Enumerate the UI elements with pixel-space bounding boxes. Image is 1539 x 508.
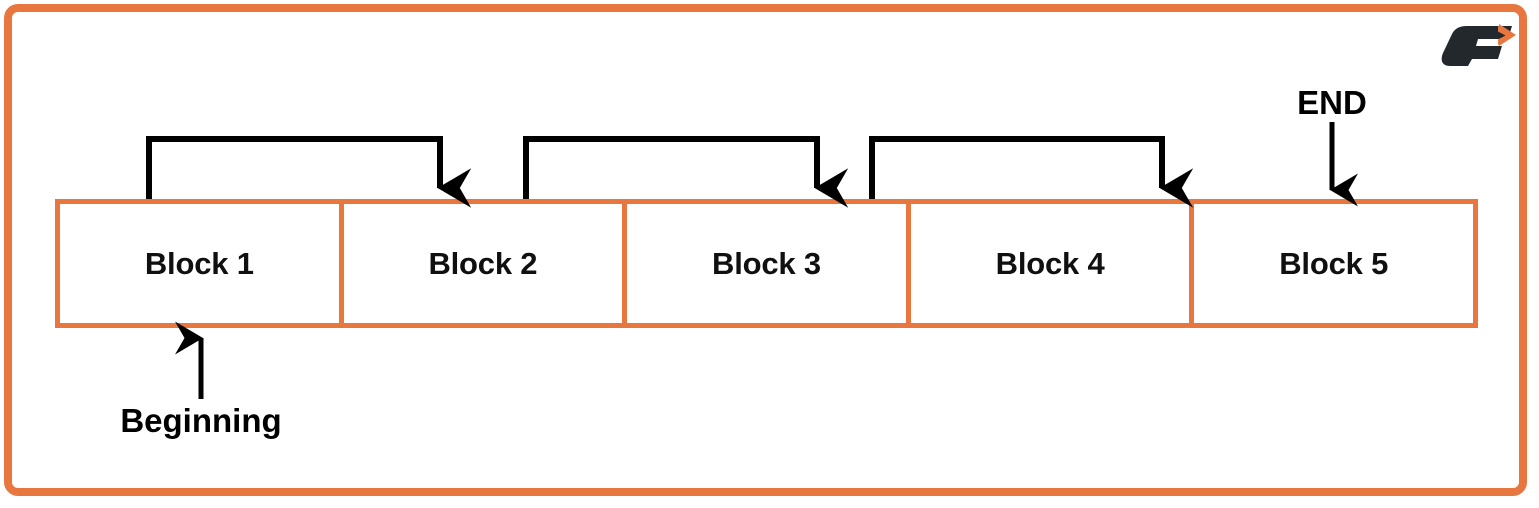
block-cell-5[interactable]: Block 5 — [1194, 204, 1473, 323]
block-label-5: Block 5 — [1279, 245, 1389, 281]
block-label-1: Block 1 — [144, 245, 254, 281]
block-row: Block 1 Block 2 Block 3 Block 4 Block 5 — [55, 199, 1478, 328]
block-label-3: Block 3 — [712, 245, 821, 281]
block-label-2: Block 2 — [428, 245, 538, 281]
block-cell-3[interactable]: Block 3 — [627, 204, 911, 323]
brand-f-arrow-logo — [1440, 22, 1516, 68]
block-cell-1[interactable]: Block 1 — [60, 204, 344, 323]
block-cell-2[interactable]: Block 2 — [343, 204, 628, 323]
end-label: END — [1297, 84, 1367, 121]
block-label-4: Block 4 — [995, 245, 1105, 281]
beginning-label: Beginning — [120, 402, 282, 439]
block-cell-4[interactable]: Block 4 — [910, 204, 1195, 323]
